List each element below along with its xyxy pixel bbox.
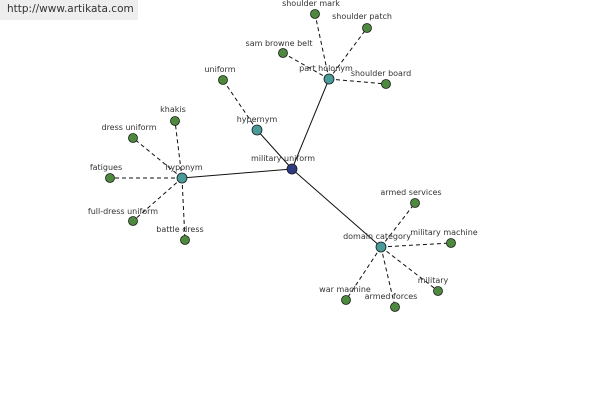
node-label-military-uniform: military uniform: [251, 154, 315, 163]
node-shoulder-board[interactable]: [381, 79, 391, 89]
node-label-shoulder-board: shoulder board: [351, 69, 411, 78]
node-label-full-dress-uniform: full-dress uniform: [88, 207, 158, 216]
edge-hyponym-to-battle-dress: [181, 177, 186, 241]
edge-domain-category-to-armed-forces: [380, 246, 396, 308]
edge-hyponym-to-dress-uniform: [132, 137, 183, 179]
node-label-domain-category: domain category: [343, 232, 411, 241]
edge-hypernym-to-uniform: [222, 79, 258, 131]
node-armed-services[interactable]: [410, 198, 420, 208]
edge-military-uniform-to-part-holonym: [291, 78, 330, 170]
node-label-armed-services: armed services: [380, 188, 441, 197]
node-dress-uniform[interactable]: [128, 133, 138, 143]
node-label-military-machine: military machine: [410, 228, 478, 237]
node-label-uniform: uniform: [204, 65, 235, 74]
node-shoulder-mark[interactable]: [310, 9, 320, 19]
node-label-battle-dress: battle dress: [156, 225, 203, 234]
node-war-machine[interactable]: [341, 295, 351, 305]
edge-domain-category-to-military: [380, 246, 439, 292]
edge-domain-category-to-armed-services: [380, 202, 416, 248]
node-label-hyponym: hyponym: [165, 163, 203, 172]
node-hypernym[interactable]: [251, 124, 263, 136]
node-layer: military uniform hypernym part holonym hypo…: [88, 0, 478, 312]
node-label-shoulder-patch: shoulder patch: [332, 12, 392, 21]
node-hyponym[interactable]: [176, 172, 188, 184]
node-domain-category[interactable]: [375, 241, 387, 253]
node-fatigues[interactable]: [105, 173, 115, 183]
node-armed-forces[interactable]: [390, 302, 400, 312]
edge-domain-category-to-military-machine: [380, 242, 452, 248]
node-label-khakis: khakis: [160, 105, 186, 114]
edge-part-holonym-to-shoulder-board: [328, 78, 387, 85]
node-uniform[interactable]: [218, 75, 228, 85]
edge-military-uniform-to-domain-category: [291, 168, 382, 248]
node-full-dress-uniform[interactable]: [128, 216, 138, 226]
edge-domain-category-to-war-machine: [345, 246, 382, 301]
edge-part-holonym-to-sam-browne-belt: [282, 52, 330, 80]
label-layer: military uniform hypernym part holonym hypo…: [88, 0, 478, 301]
node-label-fatigues: fatigues: [90, 163, 122, 172]
node-label-military: military: [418, 276, 449, 285]
node-military-uniform[interactable]: [286, 163, 298, 175]
node-label-war-machine: war machine: [319, 285, 371, 294]
watermark-url: http://www.artikata.com: [7, 3, 134, 15]
edge-military-uniform-to-hypernym: [256, 129, 293, 170]
node-label-armed-forces: armed forces: [365, 292, 418, 301]
edge-military-uniform-to-hyponym: [181, 168, 293, 179]
edge-layer: [110, 13, 452, 308]
node-battle-dress[interactable]: [180, 235, 190, 245]
node-label-hypernym: hypernym: [237, 115, 278, 124]
node-label-sam-browne-belt: sam browne belt: [246, 39, 313, 48]
node-khakis[interactable]: [170, 116, 180, 126]
edge-part-holonym-to-shoulder-patch: [328, 27, 368, 80]
node-military-machine[interactable]: [446, 238, 456, 248]
node-sam-browne-belt[interactable]: [278, 48, 288, 58]
node-label-shoulder-mark: shoulder mark: [282, 0, 340, 8]
node-label-part-holonym: part holonym: [299, 64, 353, 73]
edge-hyponym-to-full-dress-uniform: [132, 177, 183, 222]
node-label-dress-uniform: dress uniform: [101, 123, 156, 132]
node-part-holonym[interactable]: [323, 73, 335, 85]
node-shoulder-patch[interactable]: [362, 23, 372, 33]
node-military[interactable]: [433, 286, 443, 296]
circle-layer: [105, 9, 456, 312]
watermark-banner: http://www.artikata.com: [0, 0, 138, 20]
edge-hyponym-to-khakis: [174, 120, 183, 179]
